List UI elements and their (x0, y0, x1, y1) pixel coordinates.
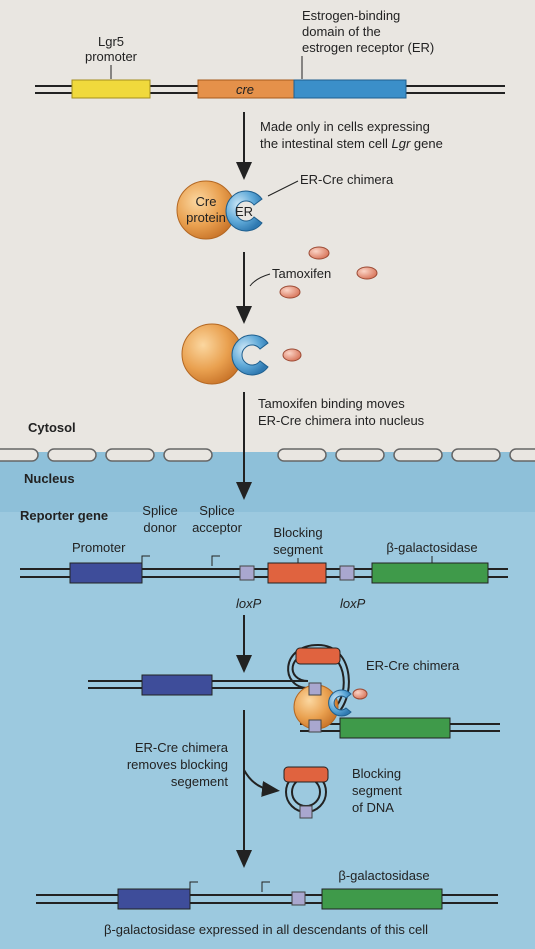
promoter-box (69, 562, 143, 584)
cytosol-label: Cytosol (28, 420, 76, 435)
promoter-box (117, 888, 191, 910)
er-domain-label-2: domain of the (302, 24, 381, 39)
er-domain (328, 689, 352, 717)
dna-loop-complex (88, 643, 500, 739)
tamoxifen-molecule (282, 348, 302, 362)
loxp-site-1 (239, 565, 255, 581)
tamoxifen-molecule (352, 688, 368, 700)
cre-protein-label-1: Cre (196, 194, 217, 209)
er-cre-chimera-label: ER-Cre chimera (300, 172, 394, 187)
loxp-site (291, 891, 306, 906)
step3-line2: ER-Cre chimera into nucleus (258, 413, 425, 428)
er-label: ER (235, 204, 253, 219)
loxp-site-2 (339, 565, 355, 581)
splice-donor-label-1: Splice (142, 503, 177, 518)
bottom-caption: β-galactosidase expressed in all descend… (104, 922, 428, 937)
loxp-label-1: loxP (236, 596, 262, 611)
er-domain (225, 190, 263, 232)
tamoxifen-label: Tamoxifen (272, 266, 331, 281)
er-cre-chimera-label-2: ER-Cre chimera (366, 658, 460, 673)
er-domain-label-1: Estrogen-binding (302, 8, 400, 23)
final-reporter-dna (36, 881, 498, 910)
beta-gal-label-1: β-galactosidase (386, 540, 477, 555)
promoter-box (141, 674, 213, 696)
blocking-segment-box (267, 562, 327, 584)
loxp-site (308, 719, 322, 733)
beta-gal-label-2: β-galactosidase (338, 868, 429, 883)
arrow-branch (243, 769, 280, 797)
lgr5-promoter-box (71, 79, 151, 99)
reporter-gene-label: Reporter gene (20, 508, 108, 523)
er-cre-chimera-1 (176, 180, 263, 240)
cre-gene-label: cre (236, 82, 254, 97)
beta-gal-box (339, 717, 451, 739)
beta-gal-box (321, 888, 443, 910)
blocking-segment-label-1: Blocking (273, 525, 322, 540)
top-gene-construct (35, 79, 505, 99)
cre-protein-label-2: protein (186, 210, 226, 225)
step1-line2: the intestinal stem cell Lgr gene (260, 136, 443, 151)
step3-line1: Tamoxifen binding moves (258, 396, 405, 411)
splice-donor-label-2: donor (143, 520, 177, 535)
er-domain-box (293, 79, 407, 99)
promoter-label: Promoter (72, 540, 126, 555)
step1-line1: Made only in cells expressing (260, 119, 430, 134)
tamoxifen-molecule (356, 266, 378, 280)
lgr5-label-1: Lgr5 (98, 34, 124, 49)
excised-blocking-segment (283, 766, 329, 819)
blocking-dna-label-1: Blocking (352, 766, 401, 781)
nuclear-envelope (0, 448, 535, 462)
removes-line2: removes blocking (127, 757, 228, 772)
nucleus-label: Nucleus (24, 471, 75, 486)
blocking-dna-label-2: segment (352, 783, 402, 798)
blocking-segment-box (295, 647, 341, 665)
er-cre-chimera-bound (181, 323, 302, 385)
splice-acceptor-label-2: acceptor (192, 520, 243, 535)
er-domain (231, 334, 269, 376)
tamoxifen-molecule (308, 246, 330, 260)
nucleus-region (0, 452, 535, 949)
loxp-site (308, 682, 322, 696)
splice-acceptor-label-1: Splice (199, 503, 234, 518)
er-domain-label-3: estrogen receptor (ER) (302, 40, 434, 55)
lgr5-label-2: promoter (85, 49, 138, 64)
blocking-dna-label-3: of DNA (352, 800, 394, 815)
tamoxifen-molecule (279, 285, 301, 299)
loxp-label-2: loxP (340, 596, 366, 611)
blocking-segment-label-2: segment (273, 542, 323, 557)
removes-line3: segement (171, 774, 228, 789)
beta-gal-box (371, 562, 489, 584)
removes-line1: ER-Cre chimera (135, 740, 229, 755)
reporter-gene-dna (20, 555, 508, 584)
